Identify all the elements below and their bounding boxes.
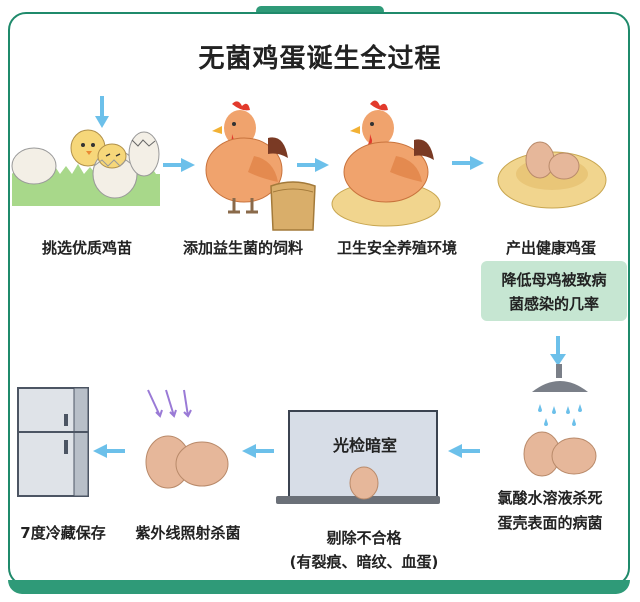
uv-rays-icon xyxy=(147,389,192,418)
highlight-line-1: 降低母鸡被致病 xyxy=(501,271,607,289)
right-arrow-icon xyxy=(297,158,329,172)
right-arrow-icon xyxy=(163,158,195,172)
egg-icon xyxy=(349,466,379,500)
dark-room-base xyxy=(276,496,440,504)
bottom-band xyxy=(8,580,630,594)
left-arrow-icon xyxy=(448,444,480,458)
step-label-probiotic-feed: 添加益生菌的饲料 xyxy=(182,239,303,257)
shower-icon xyxy=(532,364,588,426)
down-arrow-icon xyxy=(550,336,566,366)
step-label-remove-defects-2: (有裂痕、暗纹、血蛋) xyxy=(289,553,439,571)
step-label-remove-defects-1: 剔除不合格 xyxy=(326,529,402,547)
page-title: 无菌鸡蛋诞生全过程 xyxy=(198,44,442,74)
highlight-note: 降低母鸡被致病 菌感染的几率 xyxy=(481,261,627,321)
egg-icon xyxy=(523,431,597,477)
fridge-icon xyxy=(17,387,89,497)
step-label-chlorine-wash-2: 蛋壳表面的病菌 xyxy=(497,514,603,532)
step-label-healthy-eggs: 产出健康鸡蛋 xyxy=(505,239,596,257)
step-label-chlorine-wash-1: 氯酸水溶液杀死 xyxy=(497,489,603,507)
highlight-line-2: 菌感染的几率 xyxy=(508,295,599,313)
top-tab xyxy=(256,6,384,16)
left-arrow-icon xyxy=(242,444,274,458)
right-arrow-icon xyxy=(452,156,484,170)
left-arrow-icon xyxy=(93,444,125,458)
feed-bag-icon xyxy=(270,181,316,231)
down-arrow-icon xyxy=(95,96,109,128)
step-label-select-chicks: 挑选优质鸡苗 xyxy=(41,239,132,257)
egg-icon xyxy=(145,435,229,489)
nest-icon xyxy=(497,141,607,209)
hen-nest-icon xyxy=(331,100,441,227)
step-label-cold-storage: 7度冷藏保存 xyxy=(20,524,106,542)
chick-icon xyxy=(11,129,160,206)
step-label-uv-sterilize: 紫外线照射杀菌 xyxy=(135,524,241,542)
step-label-hygienic-farm: 卫生安全养殖环境 xyxy=(336,239,457,257)
dark-room-title: 光检暗室 xyxy=(332,436,397,455)
hen-icon xyxy=(205,101,288,214)
